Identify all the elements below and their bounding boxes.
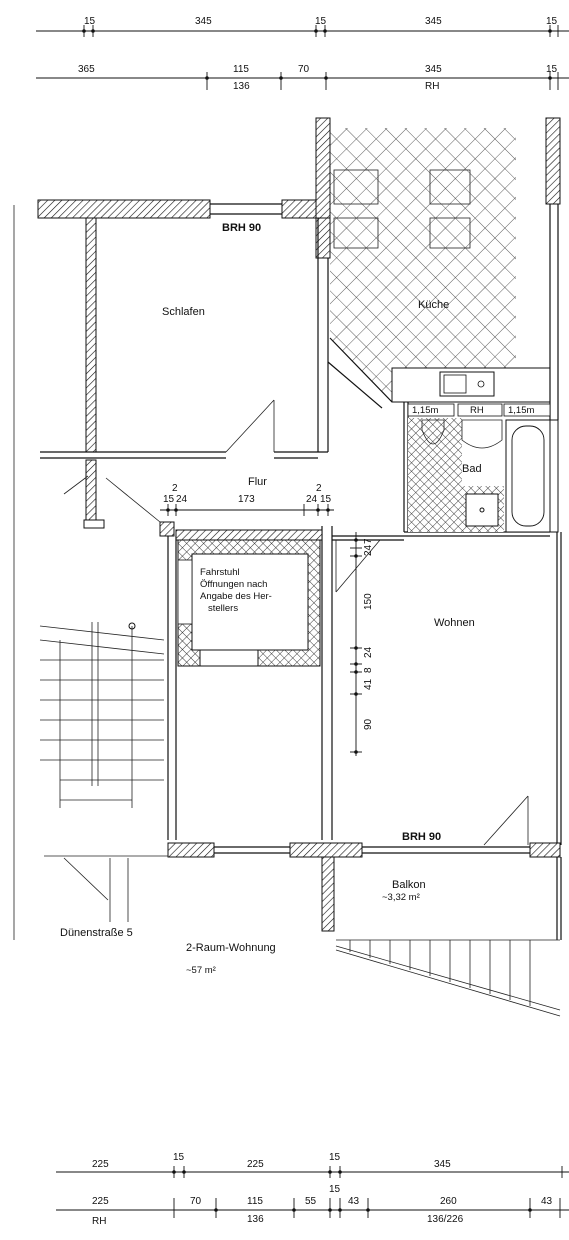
brh-label-top: BRH 90 [222,222,261,234]
staircase [13,205,168,940]
flur-dim-4: 24 [176,494,188,505]
dim-bottom-row2-6: 43 [348,1196,360,1207]
unit-type: 2-Raum-Wohnung [186,942,276,954]
elevator: Fahrstuhl Öffnungen nach Angabe des Her-… [175,529,323,667]
dim-top-2: 345 [195,16,212,27]
flur-dimensions: 2 2 15 24 173 24 15 Flur [160,476,334,516]
dim-bottom-1: 225 [92,1159,109,1170]
room-labels: Schlafen Wohnen Balkon ~3,32 m² BRH 90 B… [162,222,475,903]
vdim-4: 24 [363,646,374,658]
dim-bottom-3: 225 [247,1159,264,1170]
top-dimensions: 15 345 15 345 15 365 115 70 345 15 136 R… [36,16,569,92]
dim-top-5: 15 [546,16,558,27]
room-label-flur: Flur [248,476,267,488]
bath: 1,15m RH 1,15m Bad [407,403,551,533]
info-text: Dünenstraße 5 2-Raum-Wohnung ~57 m² [60,927,276,976]
vdim-2: 24 [363,544,374,556]
vdim-3: 150 [363,593,374,610]
dim-top-row2-2: 115 [233,64,249,75]
dim-top-row2-sub-2: RH [425,81,439,92]
room-label-living: Wohnen [434,617,475,629]
room-label-bath: Bad [462,463,482,475]
bath-dim-left: 1,15m [412,405,438,416]
dim-bottom-row2-3: 115 [247,1196,263,1207]
bath-rh-label: RH [470,405,484,416]
bath-dim-right: 1,15m [508,405,534,416]
street-name: Dünenstraße 5 [60,927,133,939]
unit-area: ~57 m² [186,965,216,976]
dim-bottom-row2-1: 225 [92,1196,109,1207]
dim-bottom-row2-7: 260 [440,1196,457,1207]
dim-bottom-row2-2: 70 [190,1196,202,1207]
dim-bottom-row2-4: 55 [305,1196,317,1207]
dim-bottom-2: 15 [173,1152,185,1163]
dim-top-4: 345 [425,16,442,27]
room-label-balcony: Balkon [392,879,426,891]
vdim-6: 41 [363,678,374,690]
flur-dim-7: 15 [320,494,332,505]
dim-bottom-sub-2: 136 [247,1214,264,1225]
room-label-kitchen: Küche [418,299,449,311]
vdim-1: 7 [363,538,374,544]
dim-top-row2-1: 365 [78,64,95,75]
walls [37,117,562,940]
flur-dim-5: 173 [238,494,255,505]
dim-bottom-row2-8: 43 [541,1196,553,1207]
balcony-railing [335,939,561,1017]
dim-top-row2-sub-1: 136 [233,81,250,92]
brh-label-bottom: BRH 90 [402,831,441,843]
flur-dim-1: 2 [172,483,178,494]
elevator-text-4: stellers [208,603,238,614]
dim-top-row2-5: 15 [546,64,558,75]
vertical-dimensions: 7 24 150 24 8 41 90 [350,532,374,756]
flur-dim-2: 2 [316,483,322,494]
vdim-5: 8 [363,667,374,673]
balcony-area: ~3,32 m² [382,892,420,903]
elevator-text-3: Angabe des Her- [200,591,272,602]
dim-bottom-sub-1: RH [92,1216,106,1227]
dim-bottom-5: 345 [434,1159,451,1170]
dim-bottom-row2-5: 15 [329,1184,341,1195]
bottom-dimensions: 225 15 225 15 345 225 70 115 55 15 43 26… [56,1152,569,1227]
dim-top-row2-4: 345 [425,64,442,75]
kitchen: Küche [330,128,551,403]
vdim-7: 90 [363,718,374,730]
dim-bottom-sub-3: 136/226 [427,1214,464,1225]
dim-top-1: 15 [84,16,96,27]
dim-top-3: 15 [315,16,327,27]
elevator-text-2: Öffnungen nach [200,579,267,590]
dim-bottom-4: 15 [329,1152,341,1163]
dim-top-row2-3: 70 [298,64,310,75]
flur-dim-3: 15 [163,494,175,505]
flur-dim-6: 24 [306,494,318,505]
room-label-bedroom: Schlafen [162,306,205,318]
elevator-text-1: Fahrstuhl [200,567,240,578]
